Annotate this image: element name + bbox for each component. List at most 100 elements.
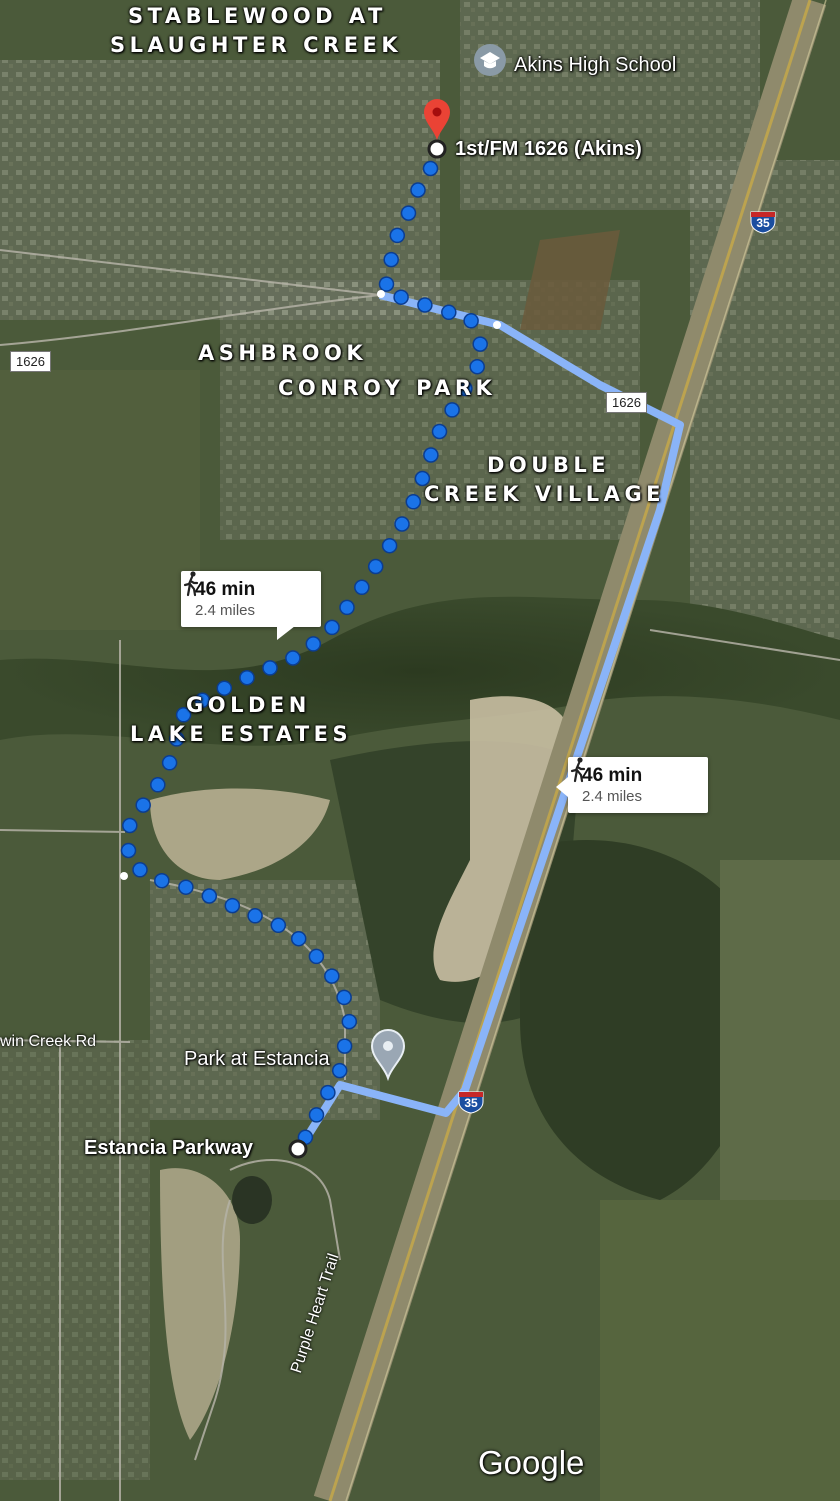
route-dot — [290, 930, 307, 947]
route-dot — [324, 968, 340, 984]
area-label-conroy-park: CONROY PARK — [278, 376, 497, 400]
route-distance-alternate: 2.4 miles — [582, 788, 643, 805]
route-dot — [381, 537, 398, 554]
map-pin-icon[interactable] — [370, 1029, 406, 1082]
route-dot — [417, 297, 433, 313]
route-dot — [393, 289, 409, 305]
route-dot — [308, 948, 325, 965]
quarry-south — [160, 1168, 240, 1440]
route-dot — [270, 917, 287, 934]
route-dot — [336, 989, 352, 1006]
area-label-double: DOUBLE — [487, 453, 611, 477]
route-dot — [431, 423, 448, 440]
route-dot — [463, 313, 479, 329]
route-dot — [410, 182, 426, 198]
interstate-shield-icon — [750, 211, 776, 234]
route-dot — [414, 470, 431, 487]
route-info-primary[interactable]: 46 min 2.4 miles — [181, 571, 321, 640]
route-dot — [423, 447, 439, 463]
neighborhood-west — [0, 370, 200, 630]
walking-person-icon — [183, 571, 199, 597]
route-dot — [194, 692, 211, 709]
pond — [232, 1176, 272, 1224]
interstate-35-center — [328, 0, 812, 1501]
route-dot — [154, 872, 170, 889]
interstate-shield-icon — [458, 1091, 484, 1114]
route-dot — [262, 660, 278, 676]
interstate-35-edge — [345, 0, 827, 1501]
route-dot — [239, 669, 255, 686]
neighborhood-southwest — [0, 1040, 150, 1480]
route-junction-west — [120, 872, 128, 880]
area-label-ashbrook: ASHBROOK — [198, 341, 368, 365]
red-destination-pin-icon[interactable] — [424, 99, 450, 140]
route-dot — [324, 619, 340, 636]
route-dot — [336, 1038, 353, 1054]
route-dot — [331, 1062, 348, 1079]
field-brown — [520, 230, 620, 330]
route-dot — [308, 1107, 325, 1123]
route-dot — [122, 817, 138, 834]
place-label-destination[interactable]: 1st/FM 1626 (Akins) — [455, 138, 642, 160]
area-label-stablewood: STABLEWOOD AT — [128, 4, 387, 28]
route-dot — [383, 251, 399, 268]
route-dot — [469, 358, 485, 375]
forest-southeast — [520, 840, 766, 1200]
origin-marker[interactable] — [288, 1139, 308, 1159]
route-dot — [201, 888, 218, 904]
route-dot — [472, 336, 488, 352]
interstate-35-shield-south: 35 — [458, 1090, 484, 1114]
area-label-slaughter-creek: SLAUGHTER CREEK — [110, 33, 403, 57]
area-label-golden: GOLDEN — [186, 693, 311, 717]
route-dot — [285, 650, 301, 666]
quarry-west — [150, 788, 330, 880]
route-time-alternate: 46 min — [582, 765, 643, 786]
route-dot — [216, 680, 233, 696]
route-junction-north — [377, 290, 385, 298]
route-dot — [441, 304, 457, 321]
area-label-creek-village: CREEK VILLAGE — [424, 482, 666, 506]
graduation-cap-icon[interactable] — [474, 44, 506, 76]
route-dot — [224, 897, 241, 914]
route-dot — [150, 777, 166, 793]
shield-number-south: 35 — [464, 1096, 478, 1110]
route-dot — [120, 842, 137, 859]
route-dot — [132, 862, 148, 878]
route-dot — [341, 1013, 358, 1030]
road-badge-fm-1626-east: 1626 — [606, 392, 647, 413]
route-dot — [247, 908, 263, 924]
route-dot — [161, 755, 178, 771]
creek-canopy — [0, 596, 840, 746]
route-junction-fm — [493, 321, 501, 329]
neighborhood-east — [690, 160, 840, 660]
route-dot — [405, 494, 422, 510]
route-dot — [400, 205, 417, 221]
route-dot — [320, 1084, 336, 1101]
place-label-origin[interactable]: Estancia Parkway — [84, 1137, 253, 1159]
road-label-twin-creek: win Creek Rd — [0, 1033, 97, 1050]
destination-marker[interactable] — [427, 139, 447, 159]
area-label-lake-estates: LAKE ESTATES — [130, 722, 353, 746]
place-label-akins-high-school[interactable]: Akins High School — [514, 54, 677, 76]
route-dot — [444, 402, 460, 418]
primary-route-dots — [120, 160, 488, 1146]
route-dot — [354, 579, 370, 596]
alternate-walking-route[interactable] — [296, 291, 684, 1151]
route-dot — [178, 879, 194, 895]
google-logo: Google — [478, 1444, 585, 1481]
interstate-35-shield-north: 35 — [750, 210, 776, 234]
place-label-park-at-estancia[interactable]: Park at Estancia — [184, 1048, 330, 1070]
shield-number-north: 35 — [756, 216, 770, 230]
route-dot — [394, 516, 410, 532]
route-distance-primary: 2.4 miles — [195, 602, 256, 619]
info-box-tail — [556, 777, 568, 797]
route-dot — [175, 707, 192, 723]
route-dot — [367, 558, 384, 575]
field-southeast — [600, 1200, 840, 1501]
route-dot — [305, 636, 322, 652]
route-info-alternate[interactable]: 46 min 2.4 miles — [556, 757, 708, 813]
route-dot — [457, 380, 473, 397]
info-box-tail — [277, 626, 295, 640]
